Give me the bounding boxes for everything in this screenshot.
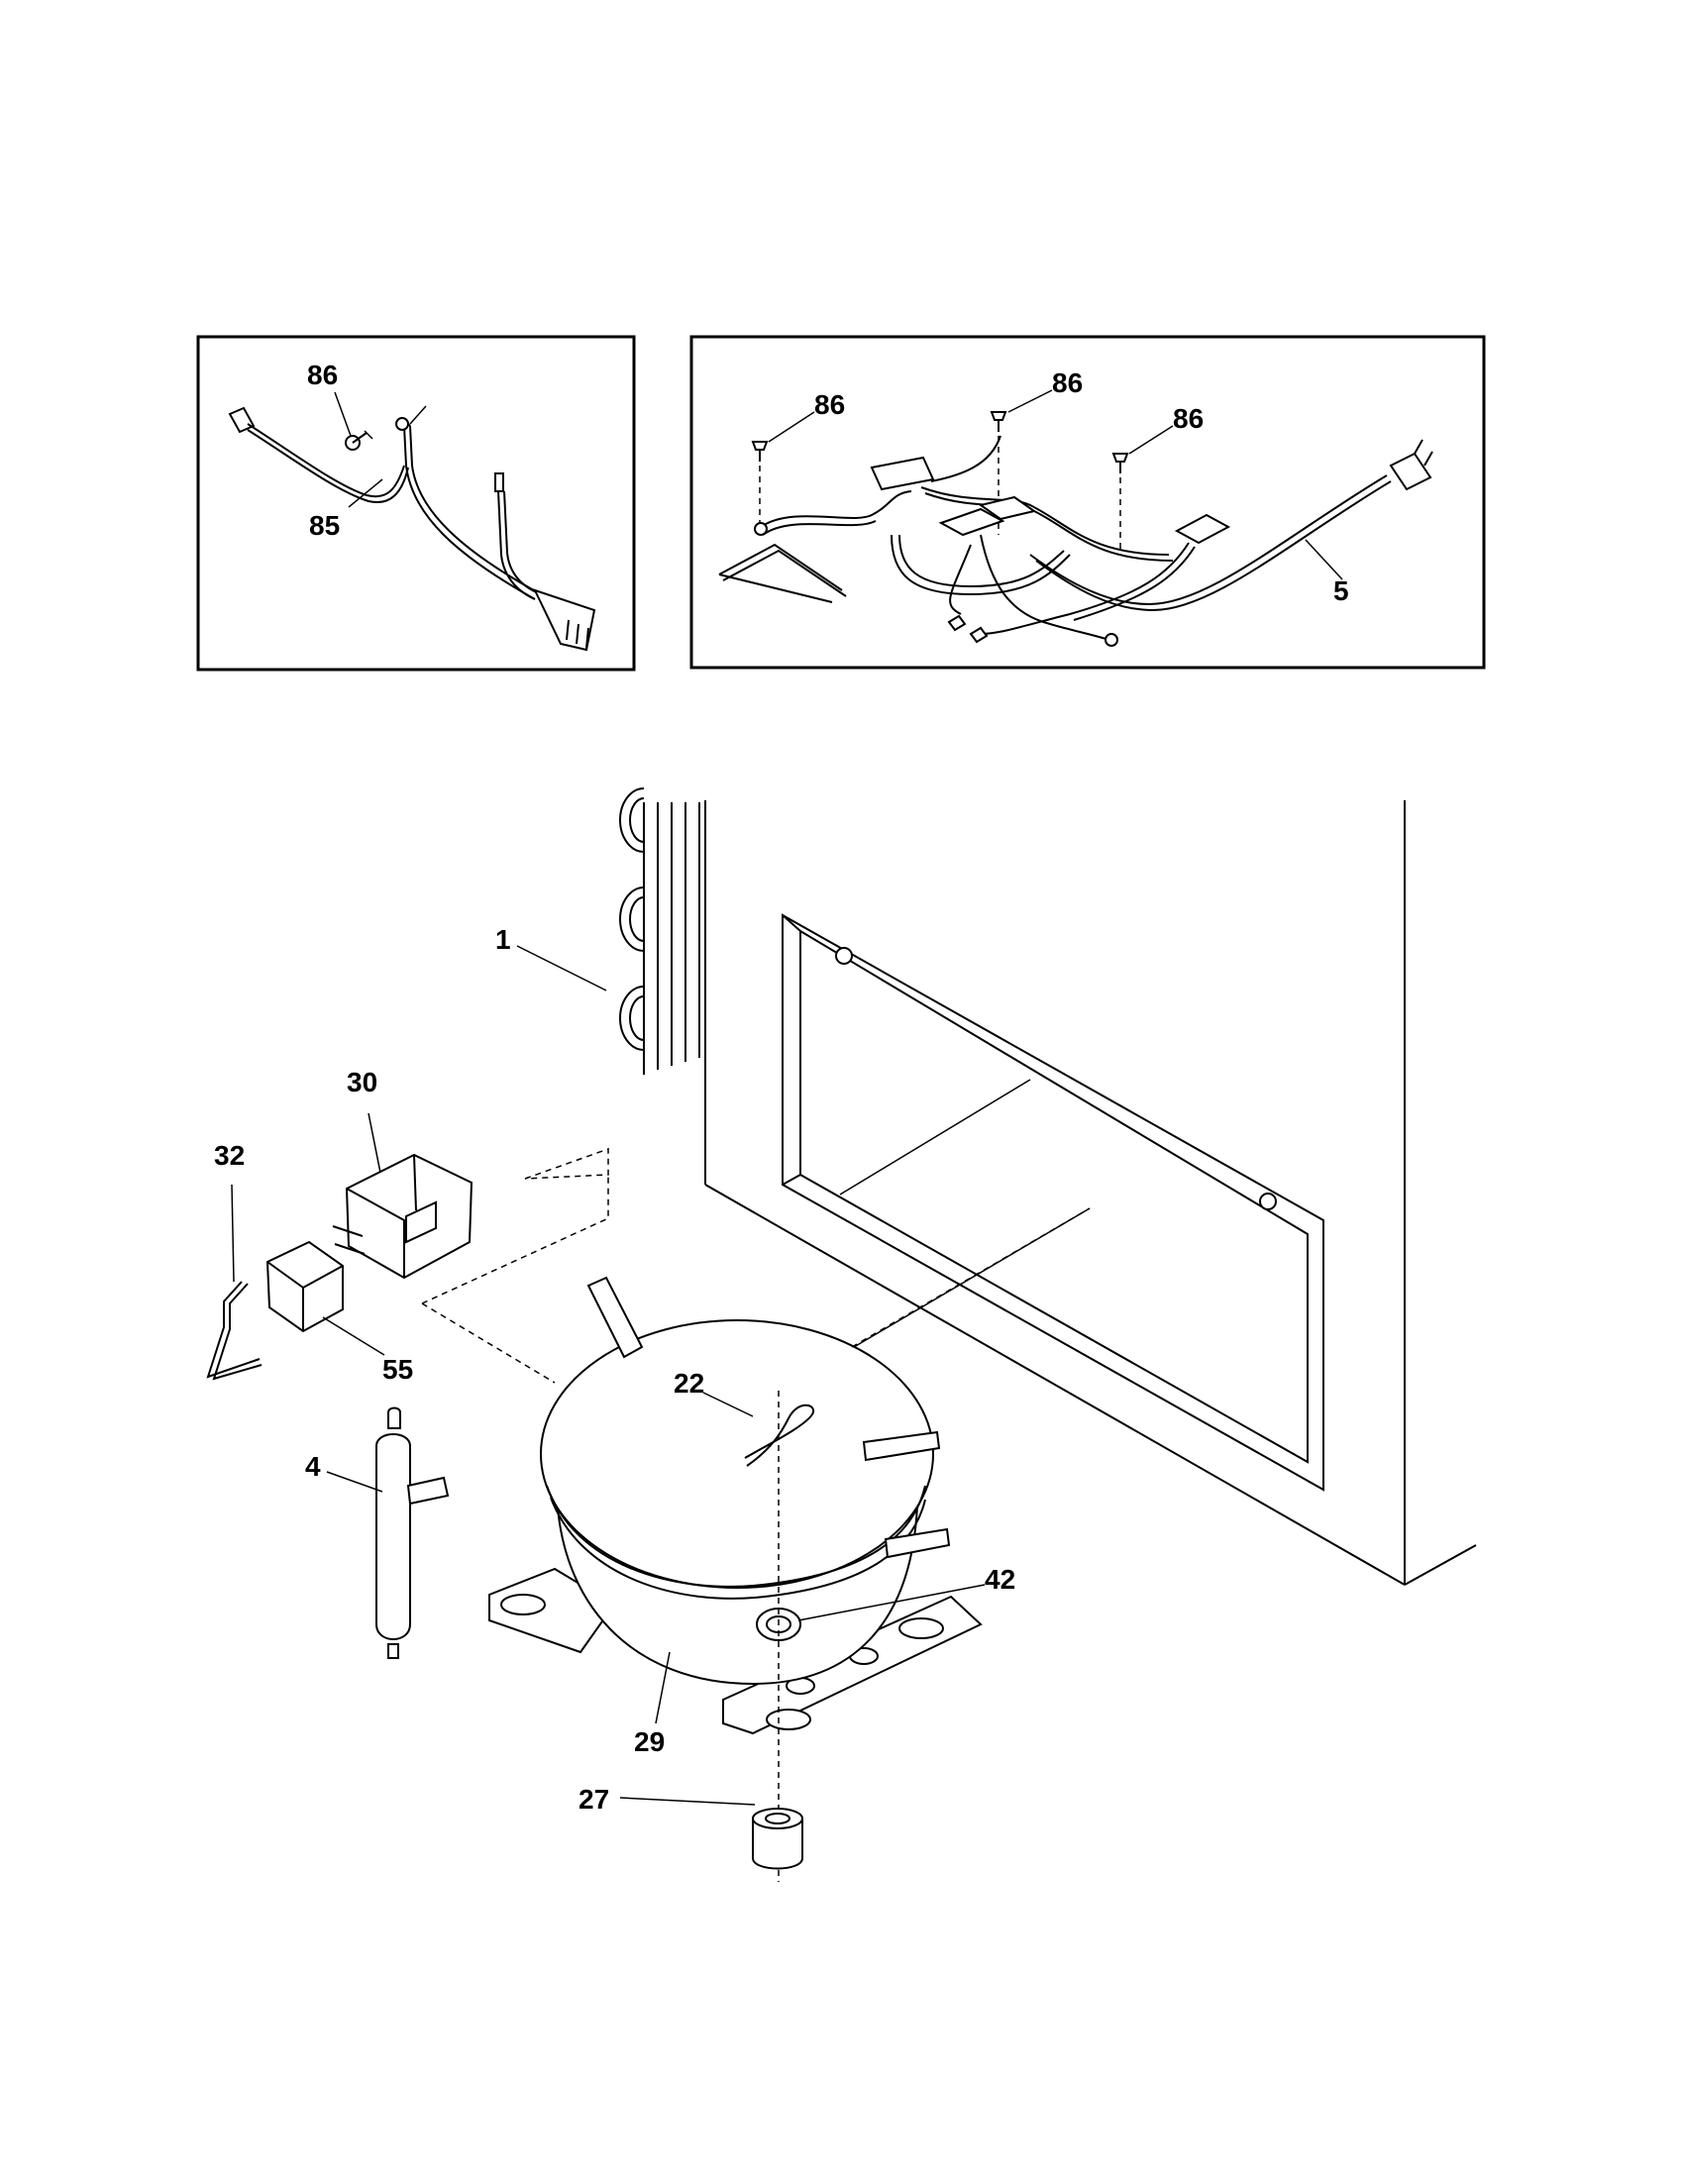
coil-loop xyxy=(619,886,645,952)
ring-terminal xyxy=(754,522,768,536)
compressor-dome xyxy=(540,1319,934,1589)
callout-55: 55 xyxy=(382,1354,413,1385)
callout-85: 85 xyxy=(309,510,340,541)
discharge-tube xyxy=(884,1527,951,1559)
callout-30: 30 xyxy=(347,1067,377,1097)
leader-1 xyxy=(516,945,607,991)
leader-27 xyxy=(619,1797,756,1806)
inset-right-harness: 86 86 86 5 xyxy=(689,335,1486,670)
leader-42 xyxy=(797,1584,986,1621)
callout-4: 4 xyxy=(305,1451,321,1482)
callout-86: 86 xyxy=(1173,403,1204,434)
screw-86-a xyxy=(751,441,769,462)
leader-4 xyxy=(326,1471,383,1493)
harness-connector-block xyxy=(870,456,935,491)
suction-tube xyxy=(586,1276,644,1359)
coil-loop xyxy=(619,787,645,853)
harness-junction xyxy=(978,495,1037,521)
leader-86-b xyxy=(1007,389,1053,413)
callout-42: 42 xyxy=(985,1564,1015,1595)
callout-22: 22 xyxy=(674,1368,704,1399)
leader-85 xyxy=(348,478,383,508)
harness-terminal-upper xyxy=(494,472,504,492)
harness-center-block xyxy=(938,507,1005,537)
power-plug xyxy=(1389,452,1432,491)
process-tube xyxy=(862,1430,941,1462)
harness-plug-end xyxy=(533,588,596,652)
callout-86: 86 xyxy=(307,360,338,390)
leader-29 xyxy=(655,1651,671,1724)
leader-5 xyxy=(1305,539,1343,580)
leader-30 xyxy=(368,1112,381,1174)
harness-connector-left xyxy=(228,406,256,434)
callout-32: 32 xyxy=(214,1140,245,1171)
screw-86-left xyxy=(345,430,373,451)
screw-86-c xyxy=(1111,453,1129,473)
coil-loop xyxy=(619,986,645,1051)
inset-right-frame xyxy=(689,335,1486,670)
terminal xyxy=(969,626,989,644)
compressor xyxy=(421,1147,1091,1882)
leader-32 xyxy=(231,1184,235,1283)
leader-86-left xyxy=(334,391,352,437)
callout-5: 5 xyxy=(1333,575,1349,606)
coil-loop xyxy=(629,995,645,1041)
inset-left-harness: 86 85 xyxy=(196,335,636,672)
screw-86-b xyxy=(990,411,1007,432)
callout-86: 86 xyxy=(1052,367,1083,398)
leader-22 xyxy=(702,1392,754,1417)
condenser-coil xyxy=(619,787,700,1075)
ring-terminal xyxy=(1105,633,1118,647)
callout-27: 27 xyxy=(579,1784,609,1815)
rubber-grommet xyxy=(752,1808,803,1870)
leader-86-a xyxy=(768,411,815,443)
callout-1: 1 xyxy=(495,924,511,955)
relay-30 xyxy=(332,1153,474,1280)
wire-jumper-32 xyxy=(206,1281,263,1381)
terminal xyxy=(947,614,967,632)
ring-terminal-left xyxy=(395,417,409,431)
coil-loop xyxy=(629,797,645,843)
wire-clip xyxy=(744,1404,815,1467)
callout-86: 86 xyxy=(814,389,845,420)
leader-55 xyxy=(322,1316,385,1356)
harness-connector-right xyxy=(1174,513,1231,545)
overload-55 xyxy=(265,1240,344,1333)
coil-loop xyxy=(629,896,645,942)
access-panel xyxy=(782,913,1324,1492)
leader-86-c xyxy=(1128,425,1174,455)
callout-29: 29 xyxy=(634,1726,665,1757)
filter-drier xyxy=(375,1406,450,1659)
